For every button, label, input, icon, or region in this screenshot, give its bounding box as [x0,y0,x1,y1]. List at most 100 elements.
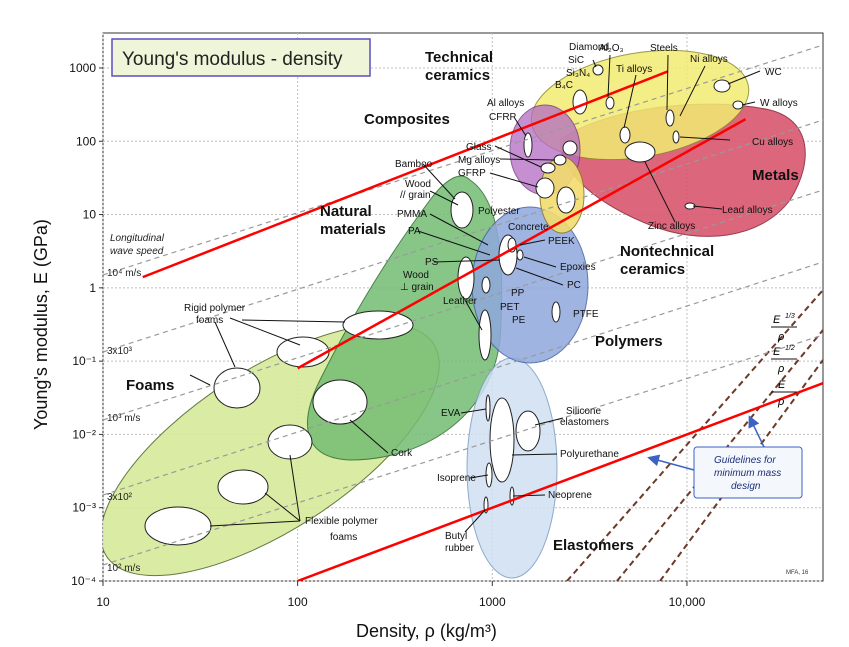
label-al2o3: Al₂O₃ [599,43,624,54]
bubble-polyurethane [489,397,515,483]
label-butyl: Butyl [445,531,467,542]
label-wc: WC [765,67,782,78]
family-label-elastomers: Elastomers [553,537,634,554]
bubble-wc [713,79,731,93]
label-zinc-alloys: Zinc alloys [648,221,695,232]
bubble-foam-a [217,469,269,505]
red-line-1 [142,70,669,279]
bubble-zinc-alloys [624,141,656,163]
svg-text:1/2: 1/2 [785,345,795,352]
label-pet: PET [500,302,519,313]
family-label-nontechnical-ceramics-2: ceramics [620,261,685,278]
label-gfrp: GFRP [458,168,486,179]
bubble-foam-b [267,424,313,460]
material-labels: Diamond SiC Al₂O₃ Si₃N₄ B₄C Ti alloys St… [184,42,798,554]
wave-speed-1e2: 10² m/s [107,563,140,574]
chart-title: Young's modulus - density [122,49,343,70]
y-tick-label: 10⁻³ [72,501,96,515]
svg-text:ρ: ρ [777,363,784,375]
label-ps: PS [425,257,439,268]
y-tick-label: 100 [76,134,96,148]
y-tick-label: 10⁻¹ [72,354,96,368]
x-tick-label: 10 [96,595,110,609]
red-line-2 [297,118,747,370]
label-bamboo: Bamboo [395,159,433,170]
label-cfrp: CFRP [489,112,517,123]
bubble-rigid-polymer-foams [342,310,414,340]
family-label-technical-ceramics-2: ceramics [425,67,490,84]
label-flexible-foams: Flexible polymer [305,516,378,527]
label-w-alloys: W alloys [760,98,798,109]
wave-speed-3e2: 3x10² [107,492,133,503]
label-wood-perp: Wood [403,270,429,281]
label-ni-alloys: Ni alloys [690,54,728,65]
x-tick-label: 100 [288,595,308,609]
label-ti-alloys: Ti alloys [616,64,652,75]
bubble-bamboo [450,191,474,229]
label-b4c: B₄C [555,80,573,91]
label-glass: Glass [466,142,492,153]
label-epoxies: Epoxies [560,262,596,273]
label-steels: Steels [650,43,678,54]
bubble-leather [478,309,492,361]
bubble-concrete [556,186,576,214]
wave-speed-1e4: 10⁴ m/s [107,268,141,279]
callout-arrow-2 [748,415,765,448]
y-tick-label: 10 [83,208,97,222]
label-silicone-2: elastomers [560,417,609,428]
label-pmma: PMMA [397,209,427,220]
bubble-silicone-elastomers [515,410,541,452]
y-tick-label: 1 [89,281,96,295]
leader-lines [189,54,761,533]
callout-arrow-1 [647,454,695,471]
bubble-sic [592,64,604,76]
bubble-ptfe [551,301,561,323]
label-ptfe: PTFE [573,309,599,320]
x-tick-label: 1000 [479,595,506,609]
x-tick-label: 10,000 [669,595,706,609]
svg-text:ρ: ρ [777,396,784,408]
label-lead-alloys: Lead alloys [722,205,773,216]
svg-text:E: E [773,314,781,326]
credit-text: MFA, 16 [786,570,809,576]
bubble-cu-alloys [672,130,680,144]
bubble-epoxies [516,249,524,261]
guide-line-cbrt-e-over-rho [659,359,823,581]
label-pc: PC [567,280,581,291]
label-polyurethane: Polyurethane [560,449,619,460]
bubble-mg-alloys [553,154,567,166]
label-isoprene: Isoprene [437,473,476,484]
red-reference-lines [142,70,823,581]
envelope-elastomers [466,357,558,579]
bubble-al-alloys [562,140,578,156]
guidelines-callout-box [693,446,803,499]
red-line-3 [297,382,823,581]
label-polyester: Polyester [478,206,520,217]
wave-line-3x10e3 [103,119,823,353]
family-label-composites: Composites [364,111,450,128]
family-label-metals: Metals [752,167,799,184]
wave-speed-title: Longitudinal [110,233,165,244]
label-neoprene: Neoprene [548,490,592,501]
guidelines-callout-line-1: Guidelines for [714,455,776,466]
guide-line-e-over-rho [566,289,823,581]
label-cork: Cork [391,448,413,459]
label-wood-grain-2: // grain [400,190,431,201]
svg-text:1/3: 1/3 [785,313,795,320]
label-pa: PA [408,226,421,237]
bubble-eva [485,394,491,422]
wave-speed-1e3: 10³ m/s [107,413,140,424]
svg-text:ρ: ρ [777,331,784,343]
label-peek: PEEK [548,236,575,247]
x-axis-title: Density, ρ (kg/m³) [356,621,497,641]
label-wood-grain: Wood [405,179,431,190]
family-label-natural-materials-2: materials [320,221,386,238]
label-al-alloys: Al alloys [487,98,524,109]
y-tick-label: 10⁻² [72,427,96,441]
label-pe: PE [512,315,526,326]
family-label-foams: Foams [126,377,174,394]
family-label-nontechnical-ceramics: Nontechnical [620,243,714,260]
svg-text:E: E [773,346,781,358]
bubble-gfrp [535,177,555,199]
